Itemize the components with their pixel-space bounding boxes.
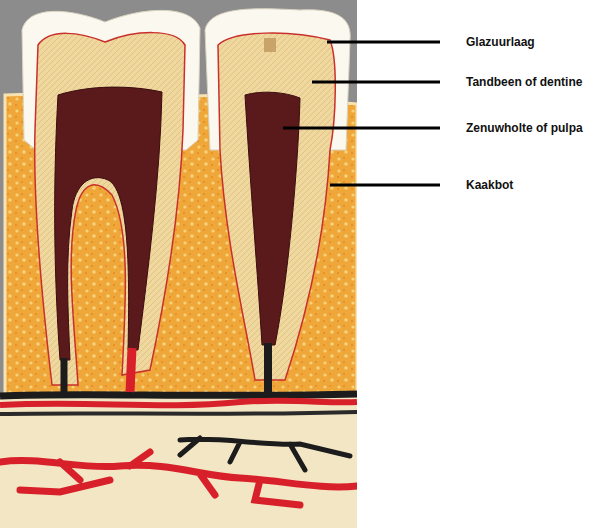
leader-line [327,41,440,44]
part-label: Kaakbot [466,178,513,192]
leader-line [312,81,440,84]
leader-line [330,184,440,187]
part-label: Glazuurlaag [466,35,535,49]
part-label: Tandbeen of dentine [466,75,582,89]
part-label: Zenuwholte of pulpa [466,121,583,135]
leader-line [283,127,440,130]
